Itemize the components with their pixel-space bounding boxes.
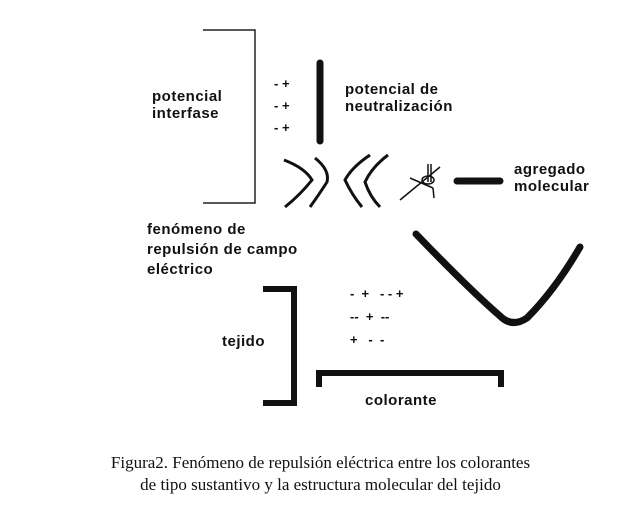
figure-caption: Figura2. Fenómeno de repulsión eléctrica…	[0, 452, 641, 496]
label-line: repulsión de campo	[147, 241, 298, 258]
tejido-bracket	[263, 286, 297, 406]
molecule-icon	[399, 164, 441, 201]
caption-line: de tipo sustantivo y la estructura molec…	[140, 475, 501, 494]
label-line: agregado	[514, 161, 586, 178]
label-line: neutralización	[345, 98, 453, 115]
label-line: potencial de	[345, 81, 439, 98]
label-line: interfase	[152, 105, 220, 122]
curve-3	[343, 153, 371, 208]
charge-row: - +	[274, 76, 290, 91]
curve-4	[363, 153, 389, 209]
charge-row: - +	[274, 98, 290, 113]
caption-line: Figura2. Fenómeno de repulsión eléctrica…	[110, 453, 531, 472]
label-colorante: colorante	[365, 392, 438, 409]
label-line: molecular	[514, 178, 590, 195]
curve-2	[308, 156, 329, 208]
charges-bottom: - + - - + -- + -- + - -	[350, 282, 403, 351]
label-tejido: tejido	[222, 333, 265, 350]
charge-row: - +	[274, 120, 290, 135]
charge-row: + - -	[350, 332, 385, 347]
charge-row: - + - - +	[350, 286, 404, 301]
v-curve	[412, 230, 584, 326]
interfase-bracket	[203, 29, 256, 204]
label-fenomeno: fenómeno de repulsión de campo eléctrico	[147, 220, 298, 280]
label-line: fenómeno de	[147, 221, 246, 238]
label-line: potencial	[152, 88, 223, 105]
label-line: eléctrico	[147, 261, 214, 278]
charges-top: - + - + - +	[274, 73, 290, 139]
curve-1	[283, 158, 314, 209]
charge-row: -- + --	[350, 309, 390, 324]
colorante-bracket	[316, 370, 504, 387]
